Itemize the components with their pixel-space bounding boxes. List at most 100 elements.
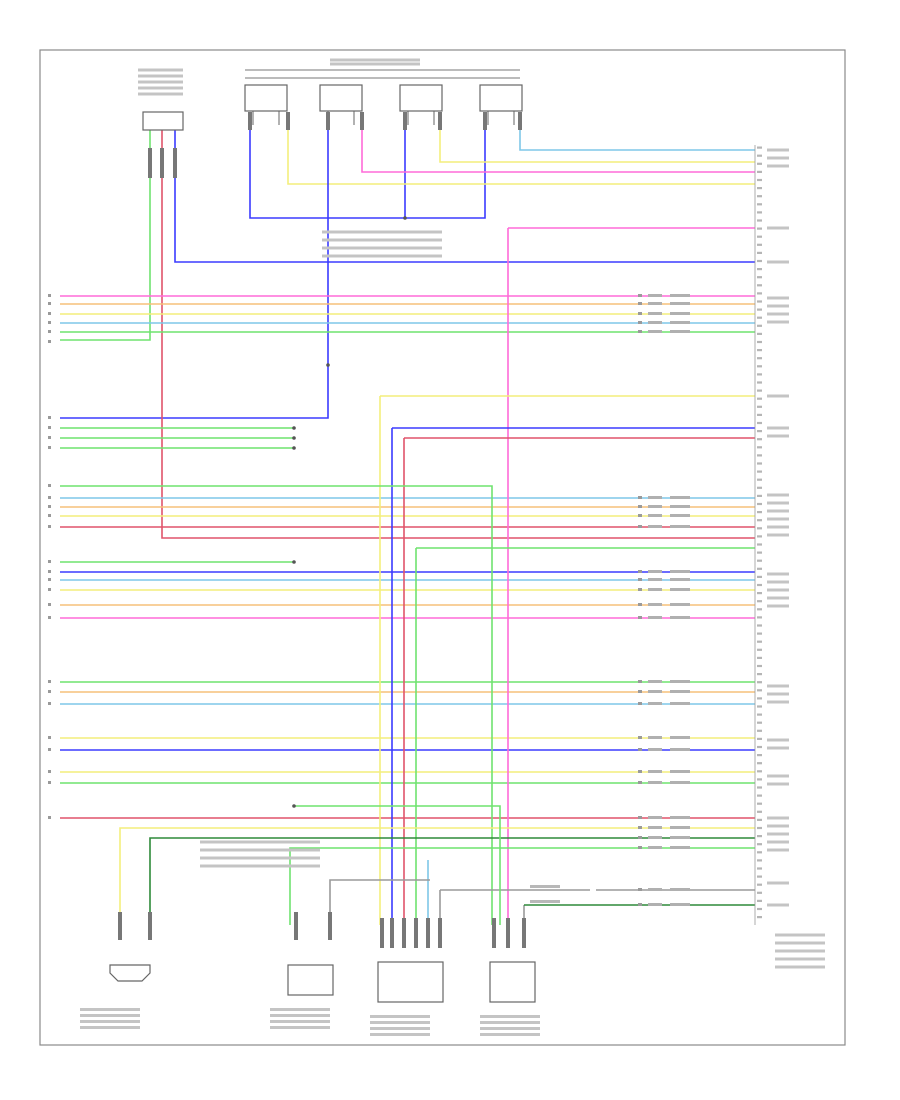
pin-tick: [757, 219, 762, 222]
pin-number-mark: [48, 525, 51, 528]
pin-label-mark: [767, 848, 789, 852]
pin-tick: [757, 535, 762, 538]
pin-tick: [757, 778, 762, 781]
pin-tick: [757, 826, 762, 830]
pin-code-mark: [670, 748, 690, 751]
pin-label-mark: [767, 684, 789, 688]
pin-code-mark: [638, 603, 642, 606]
component-caption-mark: [80, 1020, 140, 1023]
pin-tick: [757, 592, 762, 595]
pin-code-mark: [670, 525, 690, 528]
pin-code-mark: [648, 294, 662, 297]
pin-code-mark: [670, 690, 690, 693]
pin-code-mark: [670, 570, 690, 573]
pin-code-mark: [638, 770, 642, 773]
pin-code-mark: [670, 321, 690, 324]
pin-code-mark: [638, 826, 642, 829]
pin-tick: [757, 397, 762, 400]
pin-code-mark: [638, 312, 642, 315]
pin-code-mark: [670, 312, 690, 315]
pin-number-mark: [48, 736, 51, 739]
pin-tick: [757, 527, 762, 530]
pin-number-mark: [48, 426, 51, 429]
pin-number-mark: [48, 416, 51, 419]
pin-code-mark: [638, 570, 642, 573]
pin-code-mark: [638, 702, 642, 705]
component-caption-mark: [80, 1014, 140, 1017]
riser-green-486: [60, 485, 493, 925]
pin-tick: [757, 543, 762, 546]
pin-tick: [757, 754, 762, 757]
connector-pin: [328, 912, 332, 940]
component-caption-mark: [370, 1033, 430, 1036]
pin-tick: [757, 162, 762, 165]
relay-1: [244, 84, 288, 112]
connector-pin: [492, 918, 496, 948]
component-caption-mark: [370, 1027, 430, 1030]
pin-code-mark: [670, 781, 690, 784]
module-caption-mark: [775, 957, 825, 961]
pin-tick: [757, 357, 762, 360]
bottom-left-yellow: [119, 827, 755, 925]
pin-tick: [757, 616, 762, 619]
pin-tick: [757, 664, 762, 668]
pin-label-mark: [767, 501, 789, 505]
pin-number-mark: [48, 294, 51, 297]
pin-code-mark: [648, 748, 662, 751]
relay-feed-yellow: [287, 125, 755, 185]
splice-dot: [292, 560, 296, 564]
connector-pin: [414, 918, 418, 948]
pin-code-mark: [638, 496, 642, 499]
pin-tick: [757, 268, 762, 271]
pin-code-mark: [648, 781, 662, 784]
pin-code-mark: [670, 903, 690, 906]
relay-3: [399, 84, 443, 112]
note-mark: [200, 856, 320, 860]
pin-label-mark: [767, 434, 789, 438]
pin-number-mark: [48, 496, 51, 499]
pin-code-mark: [638, 525, 642, 528]
pin-number-mark: [48, 781, 51, 784]
pin-code-mark: [638, 588, 642, 591]
pin-code-mark: [638, 294, 642, 297]
pin-tick: [757, 381, 762, 384]
sensor-red: [161, 130, 755, 539]
pin-tick: [757, 519, 762, 522]
pin-number-mark: [48, 484, 51, 487]
connector-pin: [380, 918, 384, 948]
pin-tick: [757, 438, 762, 441]
pin-label-mark: [767, 533, 789, 537]
pin-code-mark: [638, 690, 642, 693]
component-caption-mark: [270, 1026, 330, 1029]
inline-label-mark: [530, 885, 560, 888]
component-caption-mark: [370, 1021, 430, 1024]
pin-code-mark: [648, 525, 662, 528]
pin-tick: [757, 178, 762, 182]
note-mark: [322, 246, 442, 250]
pin-number-mark: [48, 680, 51, 683]
pin-tick: [757, 316, 762, 319]
pin-code-mark: [670, 888, 690, 891]
pin-number-mark: [48, 436, 51, 439]
pin-code-mark: [670, 588, 690, 591]
sensor-label-mark: [138, 92, 183, 96]
pin-tick: [757, 478, 762, 481]
pin-tick: [757, 308, 762, 311]
pin-tick: [757, 681, 762, 684]
relay-yellow-2: [439, 125, 755, 163]
connector-pin: [438, 112, 442, 130]
pin-tick: [757, 235, 762, 238]
connector-pin: [403, 112, 407, 130]
pin-tick: [757, 284, 762, 287]
pin-tick: [757, 608, 762, 611]
pin-tick: [757, 810, 762, 813]
pin-label-mark: [767, 774, 789, 778]
connector-pin: [360, 112, 364, 130]
pin-code-mark: [670, 330, 690, 333]
pin-tick: [757, 762, 762, 765]
pin-code-mark: [648, 736, 662, 739]
connector-pin: [160, 148, 164, 178]
splice-dot: [292, 436, 296, 440]
note-mark: [200, 840, 320, 844]
pin-tick: [757, 243, 762, 246]
